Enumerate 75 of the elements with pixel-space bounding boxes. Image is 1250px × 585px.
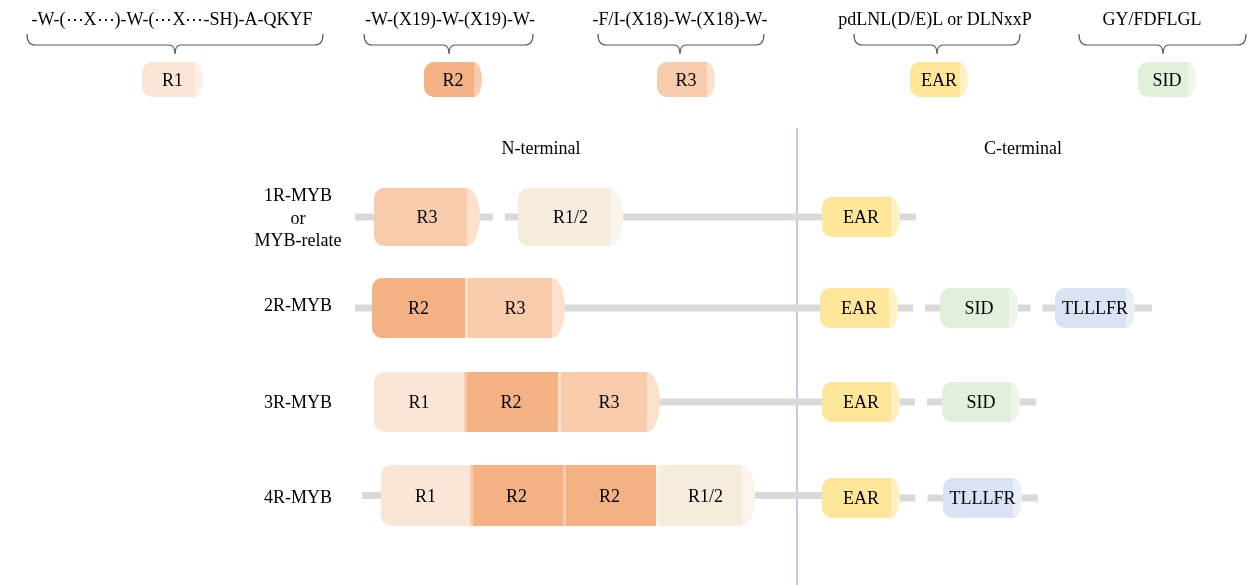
- row-label: 2R-MYB: [264, 293, 332, 317]
- linker-line: [355, 304, 372, 312]
- linker-line: [362, 492, 381, 499]
- linker-line: [900, 494, 943, 502]
- domain-cylinder: [1055, 288, 1135, 328]
- region-label: C-terminal: [984, 136, 1062, 160]
- domain-cylinder: [424, 62, 482, 97]
- domain-cylinder: [822, 382, 900, 422]
- domain-label: R2: [500, 393, 522, 411]
- domain-label: SID: [1152, 70, 1182, 89]
- domain-label: R1/2: [553, 208, 588, 226]
- domain-label: EAR: [843, 393, 879, 411]
- domain-label: SID: [966, 393, 996, 411]
- domain-cylinder: [822, 197, 900, 237]
- domain-cylinder: [657, 62, 715, 97]
- domain-cylinder: [656, 465, 755, 526]
- domain-label: SID: [964, 299, 994, 317]
- linker-line: [898, 304, 940, 312]
- linker-line: [900, 213, 916, 221]
- domain-cylinder: [558, 372, 660, 432]
- linker-line: [660, 398, 822, 406]
- linker-line: [900, 398, 942, 406]
- row-label: 4R-MYB: [264, 485, 332, 509]
- domain-cylinder: [822, 478, 900, 518]
- motif-sequence: -F/I-(X18)-W-(X18)-W-: [592, 10, 768, 28]
- domain-label: R2: [506, 486, 527, 505]
- linker-line: [1022, 494, 1038, 502]
- motif-sequence: -W-(⋯X⋯)-W-(⋯X⋯-SH)-A-QKYF: [31, 10, 313, 28]
- domain-label: R1: [415, 486, 436, 505]
- domain-label: EAR: [841, 299, 877, 317]
- domain-label: R2: [599, 486, 620, 505]
- domain-label: TLLLFR: [949, 489, 1016, 507]
- domain-cylinder: [518, 188, 623, 246]
- domain-cylinder: [470, 465, 563, 526]
- domain-cylinder: [943, 478, 1022, 518]
- row-label: 1R-MYB or MYB-relate: [254, 184, 342, 252]
- domain-label: R3: [675, 70, 697, 89]
- linker-line: [480, 213, 518, 221]
- domain-cylinder: [381, 465, 470, 526]
- domain-label: R1/2: [688, 486, 723, 505]
- linker-line: [1135, 304, 1152, 312]
- domain-label: TLLLFR: [1062, 299, 1128, 317]
- domain-cylinder: [940, 288, 1018, 328]
- motif-sequence: -W-(X19)-W-(X19)-W-: [365, 10, 535, 28]
- linker-line: [355, 213, 374, 221]
- domain-label: R3: [598, 393, 620, 411]
- domain-cylinder: [372, 278, 465, 338]
- domain-cylinder: [142, 62, 203, 97]
- linker-line: [1020, 398, 1036, 406]
- domain-label: R1: [408, 393, 430, 411]
- linker-line: [1018, 304, 1055, 312]
- domain-label: EAR: [843, 208, 879, 226]
- domain-cylinder: [910, 62, 968, 97]
- domain-cylinder: [464, 372, 558, 432]
- domain-label: R3: [416, 208, 438, 226]
- motif-sequence: pdLNL(D/E)L or DLNxxP: [838, 10, 1032, 28]
- domain-label: R1: [162, 70, 183, 89]
- linker-line: [623, 213, 822, 221]
- domain-label: R2: [442, 70, 464, 89]
- domain-cylinder: [820, 288, 898, 328]
- domain-label: R2: [408, 299, 429, 317]
- linker-line: [565, 304, 820, 312]
- motif-sequence: GY/FDFLGL: [1102, 10, 1202, 28]
- region-label: N-terminal: [501, 136, 581, 160]
- domain-cylinder: [942, 382, 1020, 422]
- domain-cylinder: [563, 465, 656, 526]
- linker-line: [755, 492, 822, 499]
- domain-cylinder: [374, 372, 464, 432]
- domain-label: EAR: [843, 489, 879, 507]
- row-label: 3R-MYB: [264, 390, 332, 414]
- domain-label: EAR: [921, 70, 957, 89]
- domain-cylinder: [465, 278, 565, 338]
- domain-cylinder: [1138, 62, 1196, 97]
- domain-label: R3: [504, 299, 526, 317]
- domain-cylinder: [374, 188, 480, 246]
